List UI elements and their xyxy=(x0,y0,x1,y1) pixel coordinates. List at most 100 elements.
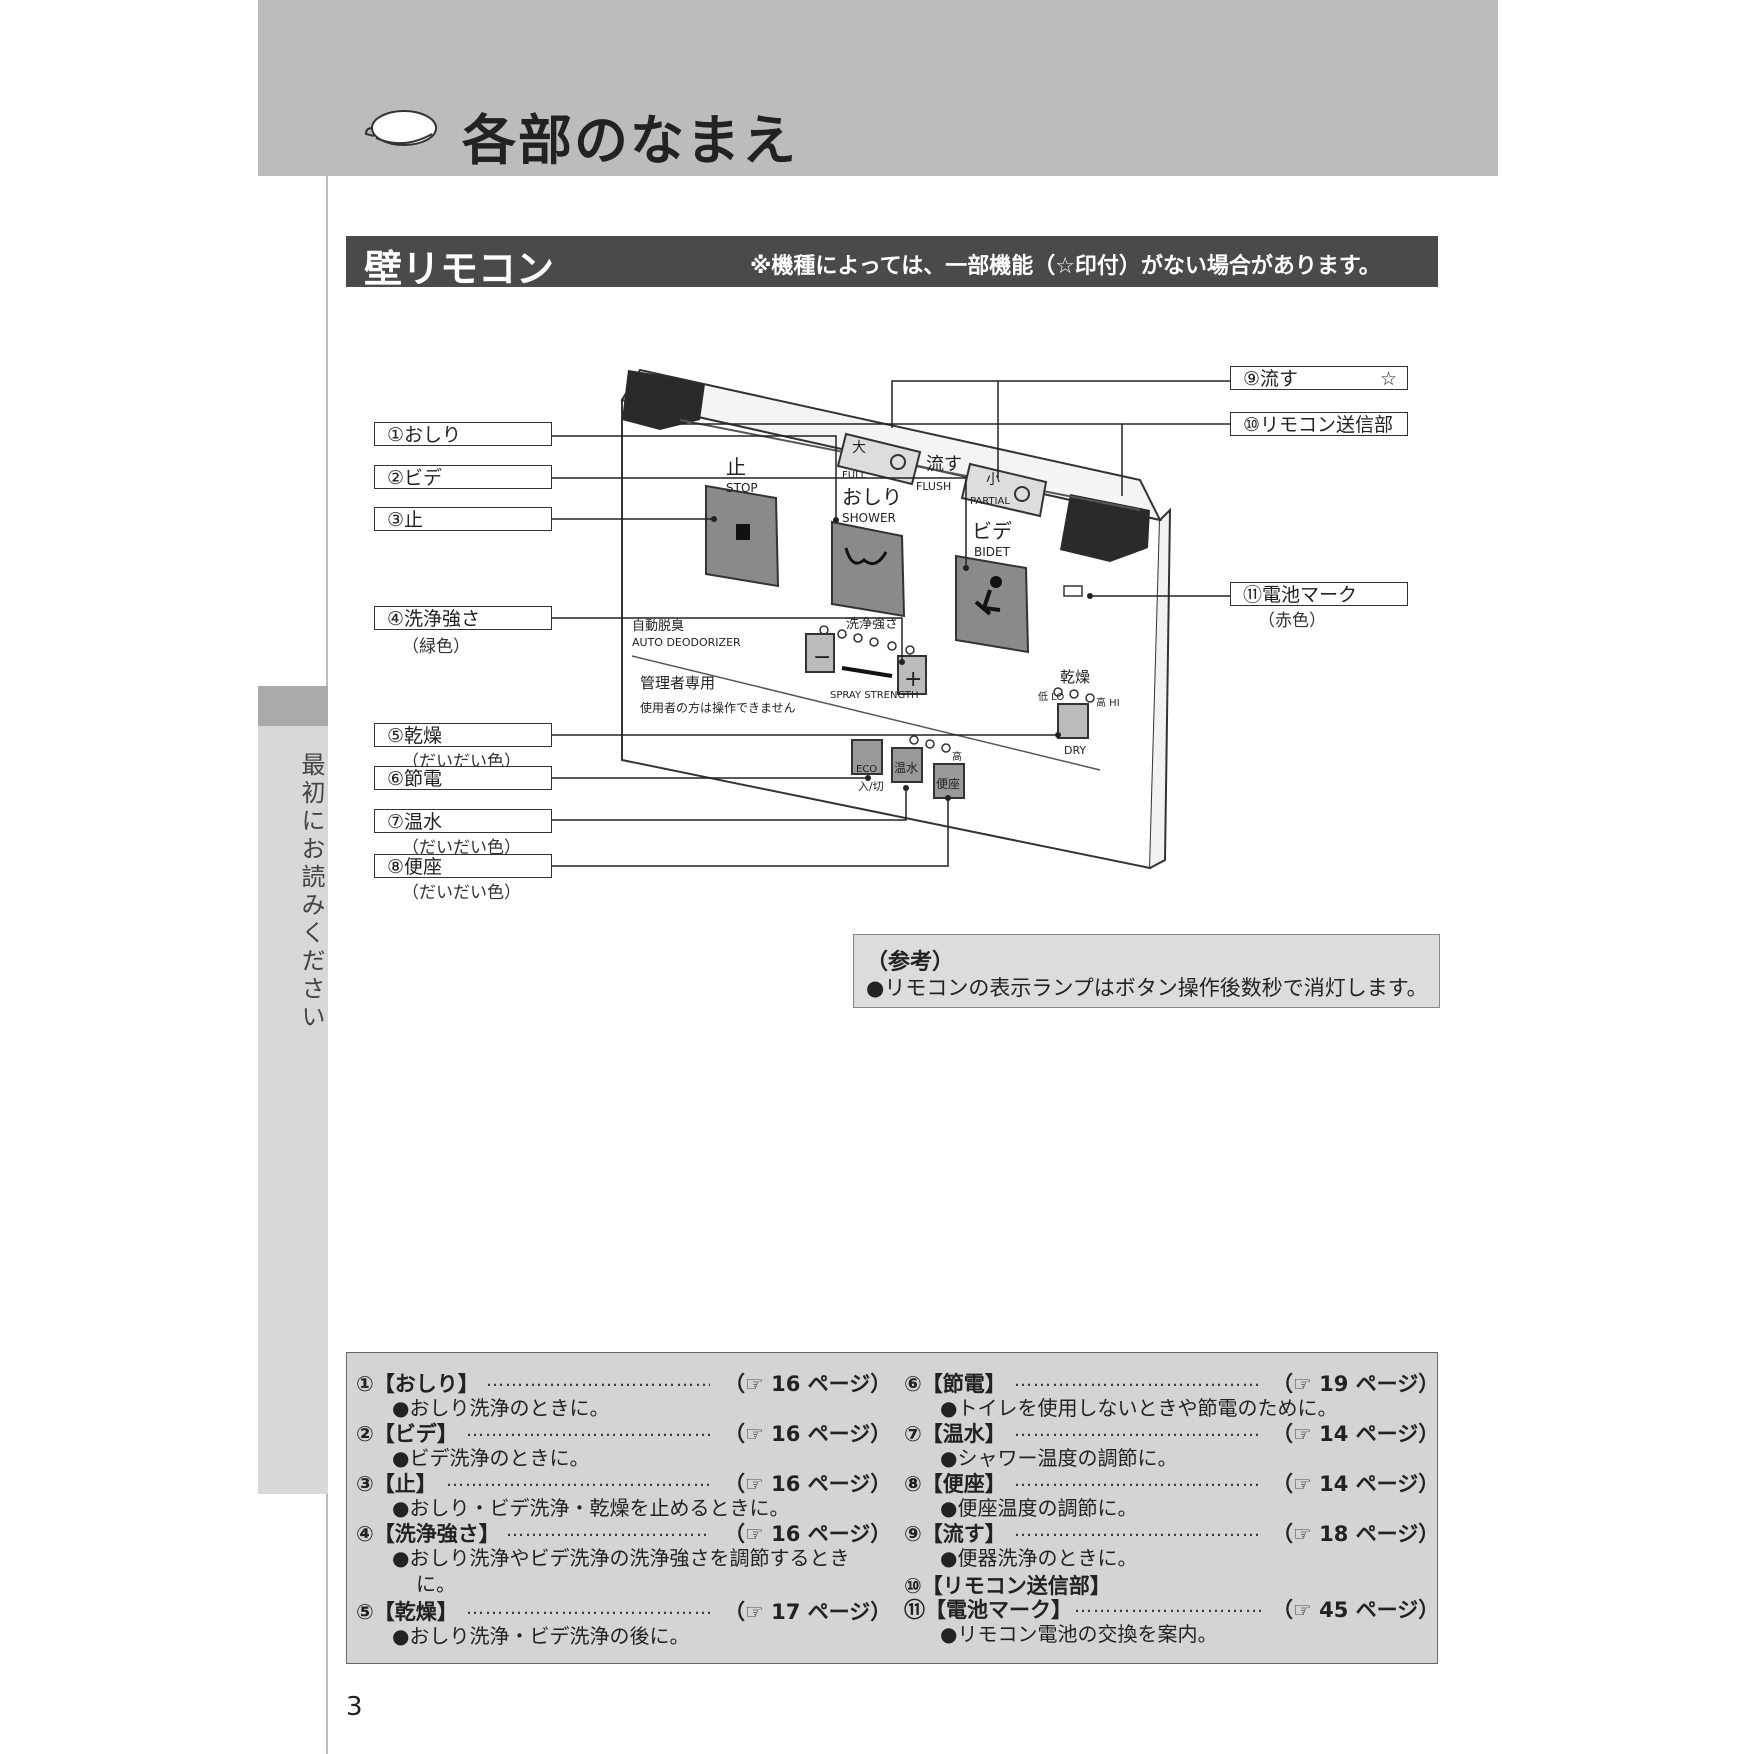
sensor-right xyxy=(1060,494,1150,562)
auto-deodorizer-en-text: AUTO DEODORIZER xyxy=(632,636,741,649)
reference-box xyxy=(853,934,1440,1008)
label-eco: ⑥節電 xyxy=(374,766,552,790)
sensor-left xyxy=(622,370,705,430)
shower-icon xyxy=(844,547,888,566)
admin-jp-text: 管理者専用 xyxy=(640,674,715,692)
warm-water-button xyxy=(891,747,923,783)
eco-off-text: 入/切 xyxy=(858,780,884,793)
desc-page-8: （☞ 14 ページ） xyxy=(1272,1472,1440,1496)
admin-note-text: 使用者の方は操作できません xyxy=(640,700,796,715)
label-spray-strength-color: （緑色） xyxy=(402,637,470,657)
dry-jp-text: 乾燥 xyxy=(1060,668,1090,686)
section-title: 壁リモコン xyxy=(364,247,555,291)
label-shower: ①おしり xyxy=(374,422,552,446)
desc-text-2: ●ビデ洗浄のときに。 xyxy=(392,1446,590,1470)
desc-text-4b: に。 xyxy=(416,1572,456,1596)
desc-head-6: ⑥【節電】 xyxy=(904,1372,1006,1396)
desc-dots: …………………………………………………… xyxy=(1014,1520,1262,1541)
desc-text-9: ●便器洗浄のときに。 xyxy=(940,1546,1138,1570)
eco-button xyxy=(851,739,883,775)
flush-partial-swirl-icon xyxy=(1014,486,1030,502)
side-tab-head xyxy=(258,686,328,726)
desc-dots: …………………………………………………… xyxy=(486,1370,710,1391)
desc-head-1: ①【おしり】 xyxy=(356,1372,479,1396)
full-jp-text: 大 xyxy=(852,440,866,456)
desc-page-2: （☞ 16 ページ） xyxy=(724,1422,892,1446)
label-dry: ⑤乾燥 xyxy=(374,723,552,747)
desc-dots: …………………………………………………… xyxy=(466,1598,710,1619)
star-icon: ☆ xyxy=(1379,368,1397,390)
label-stop: ③止 xyxy=(374,507,552,531)
spray-en-text: SPRAY STRENGTH xyxy=(830,690,919,701)
eco-text: ECO xyxy=(856,764,877,775)
desc-text-3: ●おしり・ビデ洗浄・乾燥を止めるときに。 xyxy=(392,1496,790,1520)
section-bar xyxy=(346,236,1438,287)
dry-lo-text: 低 LO xyxy=(1038,690,1064,703)
bidet-button xyxy=(955,554,1030,654)
desc-head-10: ⑩【リモコン送信部】 xyxy=(904,1574,1111,1598)
flush-partial-button xyxy=(960,462,1048,518)
temp-lamps xyxy=(909,735,951,753)
section-note: ※機種によっては、一部機能（☆印付）がない場合があります。 xyxy=(750,254,1381,279)
desc-dots: …………………………………………………… xyxy=(506,1520,710,1541)
label-transmitter: ⑩リモコン送信部 xyxy=(1230,412,1408,436)
desc-head-2: ②【ビデ】 xyxy=(356,1422,458,1446)
dry-button xyxy=(1057,703,1089,739)
desc-dots: …………………………………………………… xyxy=(1014,1420,1262,1441)
label-battery-mark-color: （赤色） xyxy=(1258,611,1326,631)
bidet-en-text: BIDET xyxy=(974,545,1011,559)
desc-head-4: ④【洗浄強さ】 xyxy=(356,1522,500,1546)
flush-en-text: FLUSH xyxy=(916,480,951,493)
desc-head-11: ⑪【電池マーク】 xyxy=(904,1598,1072,1622)
side-tab-text: 最初にお読みください xyxy=(297,752,325,1032)
desc-head-9: ⑨【流す】 xyxy=(904,1522,1006,1546)
seat-hi-text: 高 xyxy=(952,750,962,763)
label-flush-text: ⑨流す xyxy=(1243,368,1299,390)
spray-lamps xyxy=(819,625,915,655)
label-bidet: ②ビデ xyxy=(374,465,552,489)
desc-text-11: ●リモコン電池の交換を案内。 xyxy=(940,1622,1218,1646)
desc-page-6: （☞ 19 ページ） xyxy=(1272,1372,1440,1396)
spray-jp-text: 洗浄強さ xyxy=(846,617,898,632)
desc-page-7: （☞ 14 ページ） xyxy=(1272,1422,1440,1446)
dry-hi-text: 高 HI xyxy=(1096,696,1120,709)
flush-full-button xyxy=(836,432,922,486)
label-warm-water: ⑦温水 xyxy=(374,809,552,833)
desc-head-8: ⑧【便座】 xyxy=(904,1472,1006,1496)
reference-text: ●リモコンの表示ランプはボタン操作後数秒で消灯します。 xyxy=(866,976,1428,1000)
desc-text-5: ●おしり洗浄・ビデ洗浄の後に。 xyxy=(392,1624,690,1648)
minus-text: − xyxy=(813,645,831,670)
label-flush: ⑨流す ☆ xyxy=(1230,366,1408,390)
auto-deodorizer-jp-text: 自動脱臭 xyxy=(632,619,684,634)
label-seat-color: （だいだい色） xyxy=(402,883,521,903)
desc-dots: …………………………………………………… xyxy=(1014,1470,1262,1491)
desc-page-4: （☞ 16 ページ） xyxy=(724,1522,892,1546)
page-title: 各部のなまえ xyxy=(462,109,798,172)
desc-dots: …………………………………………………… xyxy=(466,1420,710,1441)
flush-jp-text: 流す xyxy=(926,454,962,475)
header-band xyxy=(258,0,1498,176)
label-spray-strength: ④洗浄強さ xyxy=(374,606,552,630)
desc-page-1: （☞ 16 ページ） xyxy=(724,1372,892,1396)
page-number: 3 xyxy=(346,1692,363,1722)
plus-text: + xyxy=(904,667,922,692)
desc-dots: …………………………………………………… xyxy=(1014,1370,1262,1391)
desc-head-5: ⑤【乾燥】 xyxy=(356,1600,458,1624)
full-en-text: FULL xyxy=(842,470,867,481)
description-box xyxy=(346,1352,1438,1664)
desc-dots: …………………………………………………… xyxy=(446,1470,710,1491)
bidet-person-icon xyxy=(990,576,1002,588)
desc-page-11: （☞ 45 ページ） xyxy=(1272,1598,1440,1622)
reference-title: （参考） xyxy=(866,950,955,975)
toilet-seat-icon xyxy=(364,110,437,146)
leader-lines xyxy=(552,380,1230,867)
partial-en-text: PARTIAL xyxy=(970,496,1010,507)
desc-text-4: ●おしり洗浄やビデ洗浄の洗浄強さを調節するとき xyxy=(392,1546,850,1570)
partial-jp-text: 小 xyxy=(986,472,1000,488)
desc-dots: …………………………………………………… xyxy=(1074,1596,1262,1617)
bidet-jp-text: ビデ xyxy=(972,519,1012,543)
desc-text-1: ●おしり洗浄のときに。 xyxy=(392,1396,610,1420)
seat-text: 便座 xyxy=(936,776,960,791)
shower-jp-text: おしり xyxy=(842,485,902,509)
